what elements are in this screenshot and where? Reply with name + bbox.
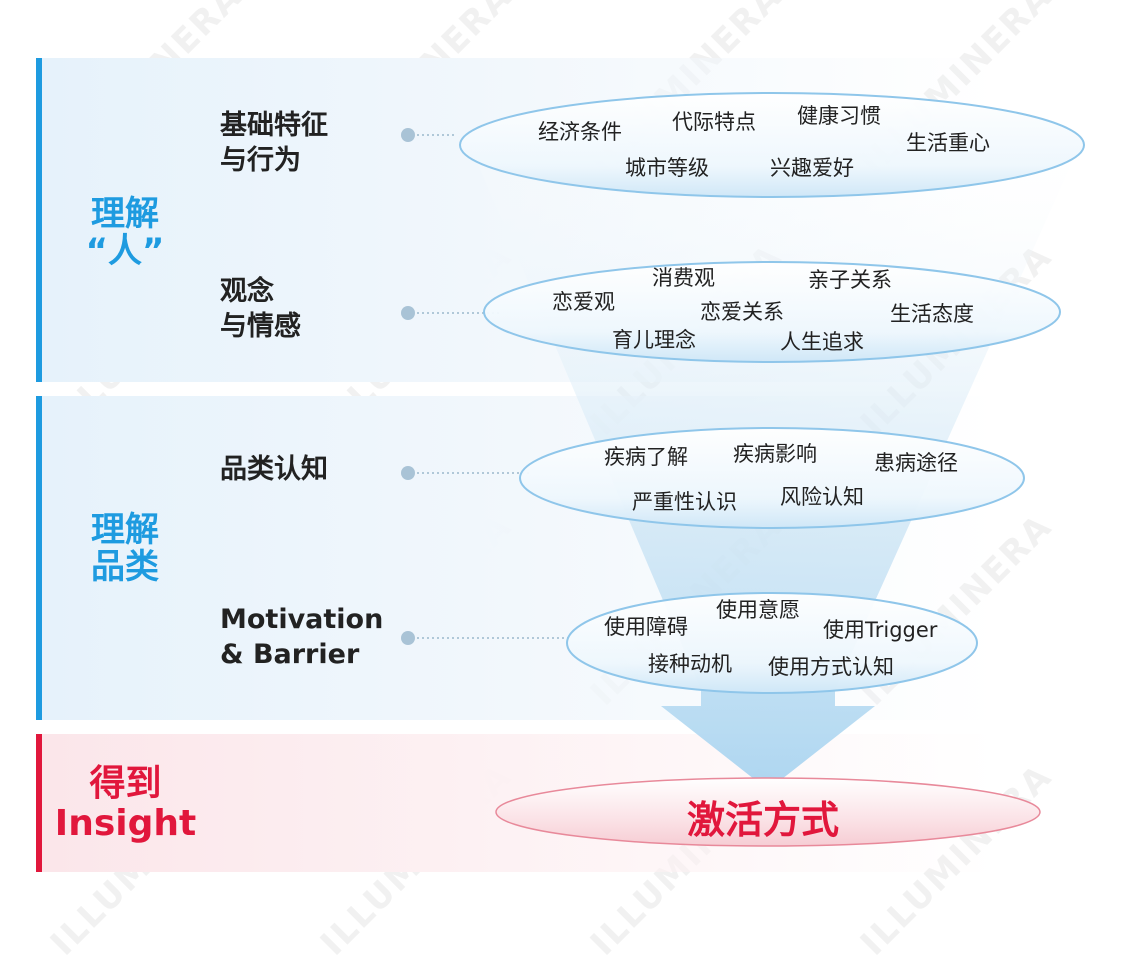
keyword: 城市等级 (625, 156, 709, 180)
keyword: 严重性认识 (632, 490, 737, 514)
section-label-line: 理解 (91, 510, 159, 550)
funnel-diagram (401, 92, 1085, 847)
row-label-line: 基础特征 (220, 110, 328, 141)
section-label-line: 品类 (91, 547, 159, 588)
keyword: 疾病了解 (604, 445, 688, 469)
keyword: 人生追求 (780, 330, 864, 354)
keyword: 使用意愿 (716, 598, 800, 622)
section-label-category: 理解 品类 (70, 510, 180, 588)
keyword: 生活态度 (890, 302, 974, 326)
keyword: 生活重心 (906, 131, 990, 155)
ellipse-row-2 (483, 261, 1061, 363)
result-label: 激活方式 (687, 798, 840, 842)
row-label-cognition: 品类认知 (220, 452, 328, 487)
section-label-line: “人” (85, 231, 165, 272)
keyword: 使用障碍 (604, 615, 688, 639)
row-label-line: Motivation (220, 604, 384, 635)
keyword: 经济条件 (538, 120, 622, 144)
keyword: 使用方式认知 (768, 655, 894, 679)
row-label-line: 与情感 (220, 311, 301, 343)
ellipse-row-1 (459, 92, 1085, 198)
row-label-basic: 基础特征 与行为 (220, 108, 328, 178)
connector-dot (401, 466, 415, 480)
keyword: 接种动机 (648, 652, 732, 676)
section-label-line: Insight (54, 802, 197, 844)
keyword: 使用Trigger (823, 618, 938, 642)
ellipse-row-4 (566, 592, 978, 694)
row-label-motivation: Motivation & Barrier (220, 602, 383, 672)
section-label-line: 得到 (89, 763, 162, 804)
row-label-line: 观念 (220, 276, 274, 307)
keyword: 恋爱关系 (700, 300, 784, 324)
result-ellipse (495, 777, 1041, 847)
connector-dot (401, 128, 415, 142)
row-label-attitude: 观念 与情感 (220, 274, 301, 344)
keyword: 患病途径 (874, 451, 958, 475)
keyword: 育儿理念 (612, 328, 696, 352)
connector-dot (401, 631, 415, 645)
keyword: 疾病影响 (733, 442, 817, 466)
keyword: 消费观 (652, 266, 715, 290)
section-label-person: 理解 “人” (70, 194, 180, 272)
keyword: 风险认知 (780, 485, 864, 509)
connector-dots (401, 128, 415, 645)
connector-dot (401, 306, 415, 320)
keyword: 健康习惯 (797, 104, 881, 128)
row-label-line: 与行为 (220, 145, 301, 177)
keyword: 代际特点 (672, 110, 756, 134)
row-label-line: & Barrier (220, 639, 360, 671)
section-label-insight: 得到 Insight (48, 764, 203, 843)
keyword: 恋爱观 (552, 290, 615, 314)
keyword: 兴趣爱好 (770, 156, 854, 180)
row-label-line: 品类认知 (220, 454, 328, 485)
keyword: 亲子关系 (808, 268, 892, 292)
ellipse-row-3 (519, 427, 1025, 529)
connectors (412, 134, 570, 639)
section-label-line: 理解 (91, 194, 159, 234)
